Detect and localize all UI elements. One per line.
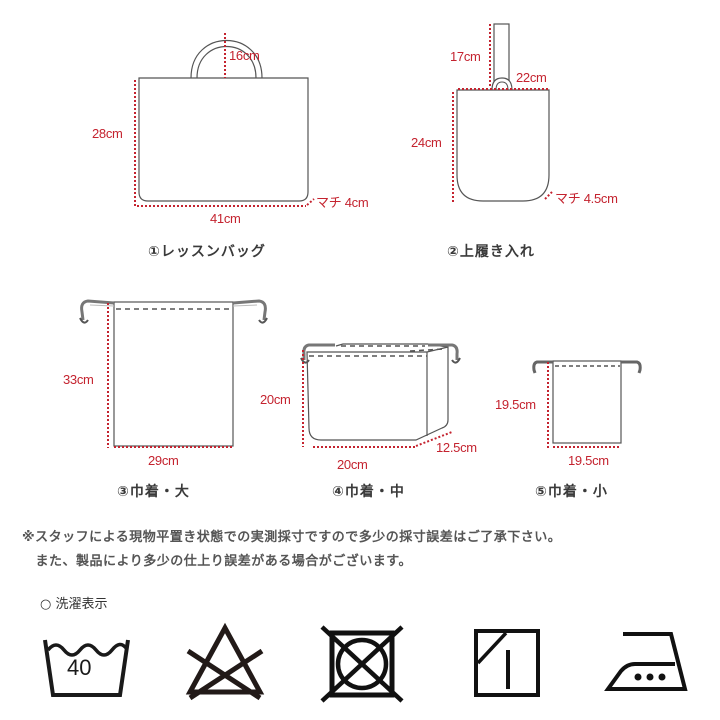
care-label-title: ○ 洗濯表示	[40, 597, 108, 612]
measurement-note-line1: ※スタッフによる現物平置き状態での実測採寸ですので多少の採寸誤差はご了承下さい。	[22, 530, 562, 545]
dim-width: 20cm	[337, 457, 368, 472]
dim-height: 28cm	[92, 126, 123, 141]
dim-gusset: マチ 4.5cm	[555, 191, 618, 206]
dim-width: 19.5cm	[568, 453, 609, 468]
measurement-note-line2: また、製品により多少の仕上り誤差がある場合がございます。	[22, 554, 412, 569]
dim-strap: 17cm	[450, 49, 481, 64]
caption-lesson-bag: ①レッスンバッグ	[148, 244, 266, 260]
dim-width: 41cm	[210, 211, 241, 226]
dim-height: 24cm	[411, 135, 442, 150]
no-bleach-icon	[185, 622, 265, 701]
dim-height: 20cm	[260, 392, 291, 407]
no-tumble-dry-icon	[320, 625, 404, 703]
dim-height: 33cm	[63, 372, 94, 387]
caption-shoe-bag: ②上履き入れ	[447, 244, 535, 260]
dim-gusset: マチ 4cm	[316, 195, 369, 210]
iron-high-icon	[604, 632, 688, 691]
caption-drawstring-small: ⑤巾着・小	[535, 484, 608, 500]
dim-width: 29cm	[148, 453, 179, 468]
wash-temperature: 40	[67, 655, 92, 680]
wash-40-icon	[43, 639, 130, 697]
shade-dry-icon	[474, 629, 540, 697]
caption-drawstring-medium: ④巾着・中	[332, 484, 405, 500]
dim-width: 22cm	[516, 70, 547, 85]
dim-height: 19.5cm	[495, 397, 536, 412]
dim-depth: 12.5cm	[436, 440, 477, 455]
dim-handle: 16cm	[229, 48, 260, 63]
caption-drawstring-large: ③巾着・大	[117, 484, 190, 500]
